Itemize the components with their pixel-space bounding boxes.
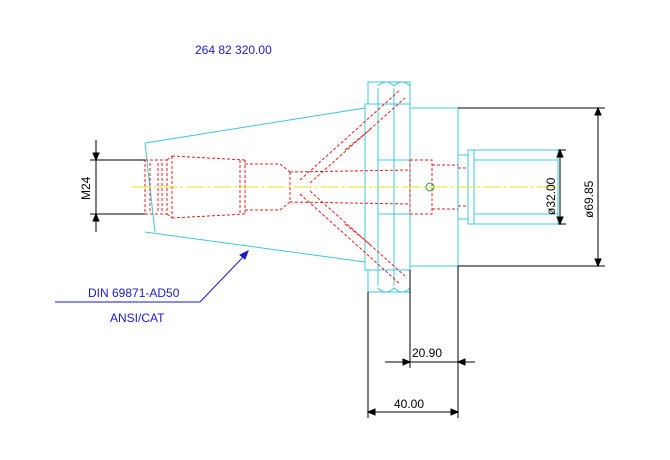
standard-label: DIN 69871-AD50 [88, 286, 180, 300]
short-length-label: 20.90 [412, 346, 442, 360]
standard-alt-label: ANSI/CAT [110, 311, 165, 325]
long-length-dimension [366, 292, 460, 418]
short-length-dimension [385, 266, 475, 418]
long-length-label: 40.00 [394, 397, 424, 411]
outer-diameter-label: ø69.85 [582, 180, 596, 218]
outer-diameter-dimension [458, 106, 605, 268]
part-number: 264 82 320.00 [195, 43, 272, 57]
thread-dimension-label: M24 [79, 176, 93, 200]
standard-leader [55, 249, 249, 303]
thread-dimension [90, 140, 145, 232]
inner-diameter-label: ø32.00 [544, 177, 558, 215]
inner-diameter-dimension [556, 148, 566, 226]
